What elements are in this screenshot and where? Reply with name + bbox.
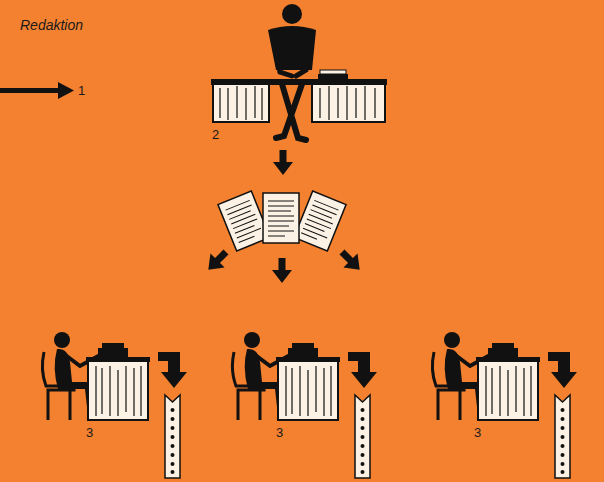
section-heading: Redaktion (20, 18, 83, 33)
typist-workstation (42, 332, 187, 478)
documents (218, 191, 346, 251)
flow-arrow (201, 245, 233, 277)
callout-number: 3 (86, 426, 93, 440)
callout-number: 3 (276, 426, 283, 440)
callout-number: 3 (474, 426, 481, 440)
flow-arrow (335, 245, 367, 277)
callout-number: 2 (212, 128, 219, 142)
typist-workstation (232, 332, 377, 478)
editor-desk (211, 4, 387, 140)
callout-number: 1 (78, 84, 85, 98)
flow-arrow (272, 258, 292, 283)
flow-arrow (273, 150, 293, 175)
typist-workstation (432, 332, 577, 478)
pointer-arrow (0, 82, 74, 99)
